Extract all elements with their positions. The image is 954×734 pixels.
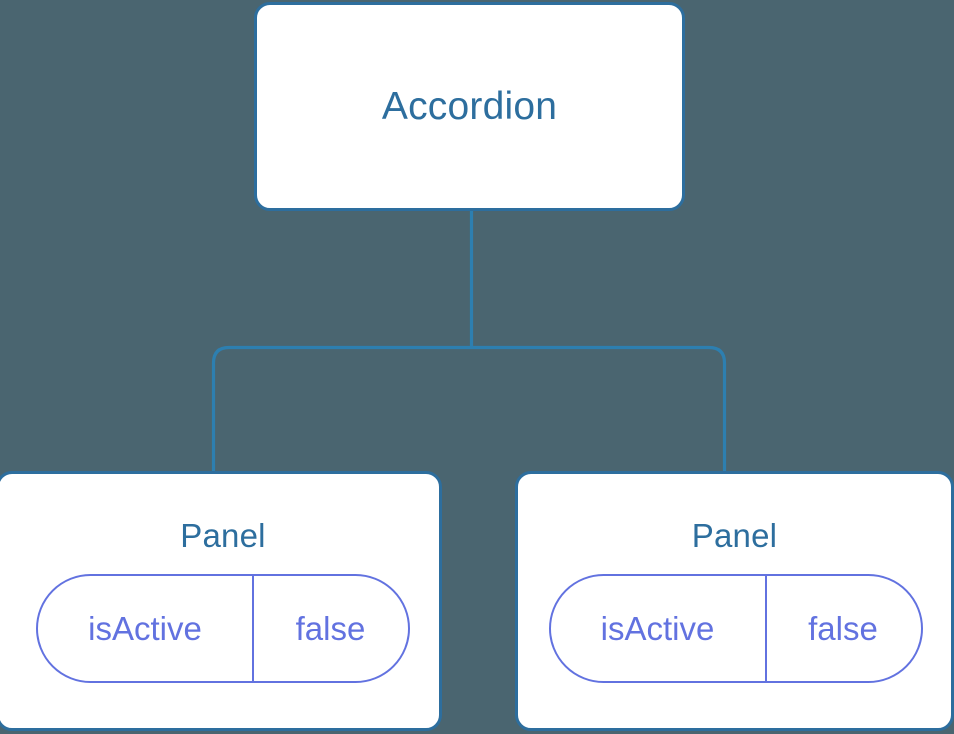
- prop-key: isActive: [88, 610, 202, 647]
- prop-key: isActive: [600, 610, 715, 647]
- prop-pill-isactive[interactable]: isActive false: [36, 574, 410, 683]
- edge-root-to-panel-left: [211, 345, 472, 472]
- node-accordion[interactable]: Accordion: [254, 2, 685, 211]
- prop-value: false: [764, 576, 920, 681]
- prop-value: false: [252, 576, 407, 681]
- edge-root-to-panel-right: [471, 345, 727, 472]
- node-panel-right[interactable]: Panel isActive false: [515, 471, 954, 731]
- node-panel-left[interactable]: Panel isActive false: [0, 471, 442, 731]
- node-title: Panel: [180, 517, 266, 554]
- node-title: Panel: [691, 517, 778, 554]
- prop-pill-isactive[interactable]: isActive false: [548, 574, 923, 683]
- node-title: Accordion: [381, 85, 558, 128]
